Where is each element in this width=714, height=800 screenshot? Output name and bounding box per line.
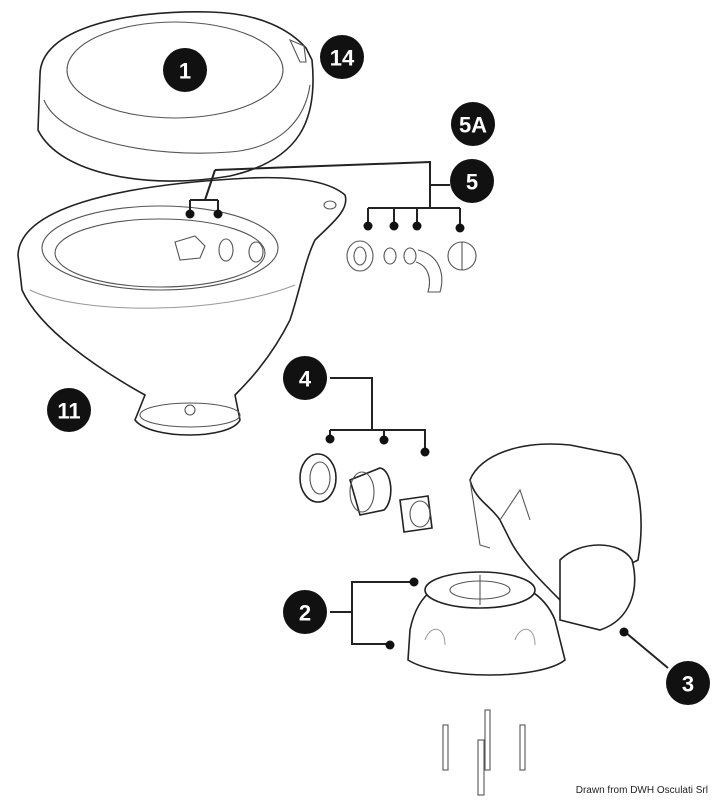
badge-fittings: 5 <box>450 159 494 203</box>
leader-dots <box>185 209 629 650</box>
badge-fittings-alt-label: 5A <box>459 113 487 138</box>
badge-hinge-label: 14 <box>330 46 355 71</box>
badge-pump: 3 <box>666 661 710 705</box>
mounting-screws <box>442 709 526 796</box>
badge-fittings-label: 5 <box>466 170 478 195</box>
badge-valve-set: 4 <box>283 356 327 400</box>
pump-assembly <box>407 443 642 676</box>
badge-fittings-alt: 5A <box>451 102 495 146</box>
badge-pump-label: 3 <box>682 672 694 697</box>
leader-lines <box>189 160 669 669</box>
badge-bowl: 11 <box>47 388 91 432</box>
valve-set <box>299 453 433 533</box>
badge-base-gasket: 2 <box>283 590 327 634</box>
badge-lid-label: 1 <box>179 59 191 84</box>
badge-bowl-label: 11 <box>57 399 80 424</box>
toilet-lid <box>37 11 314 182</box>
credit-text: Drawn from DWH Osculati Srl <box>575 785 708 796</box>
badge-hinge: 14 <box>320 35 364 79</box>
badge-lid: 1 <box>163 48 207 92</box>
badge-valve-set-label: 4 <box>299 367 312 392</box>
badge-base-gasket-label: 2 <box>299 601 311 626</box>
fittings-set <box>346 240 477 293</box>
